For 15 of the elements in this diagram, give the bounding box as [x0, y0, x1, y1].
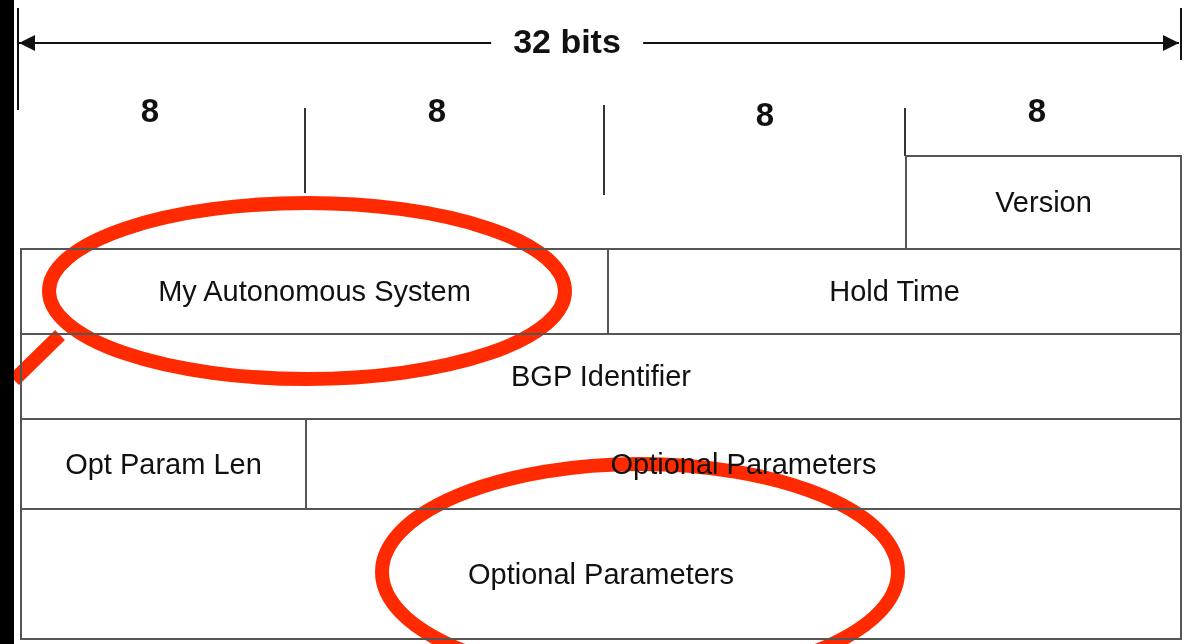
field-name: Optional Parameters — [468, 557, 734, 591]
bit-count: 8 — [755, 96, 775, 134]
bit-count: 8 — [140, 92, 160, 130]
field-name: Opt Param Len — [65, 447, 262, 481]
bit-count: 8 — [427, 92, 447, 130]
field-box — [20, 508, 1182, 640]
field-name: My Autonomous System — [158, 275, 471, 308]
field-box — [20, 248, 609, 335]
field-name: Hold Time — [829, 275, 960, 308]
field-box — [20, 333, 1182, 420]
field-box — [607, 248, 1182, 335]
field-name: BGP Identifier — [511, 360, 691, 393]
field-name: Version — [995, 186, 1092, 219]
bit-count: 8 — [1027, 92, 1047, 130]
field-box — [905, 155, 1182, 250]
